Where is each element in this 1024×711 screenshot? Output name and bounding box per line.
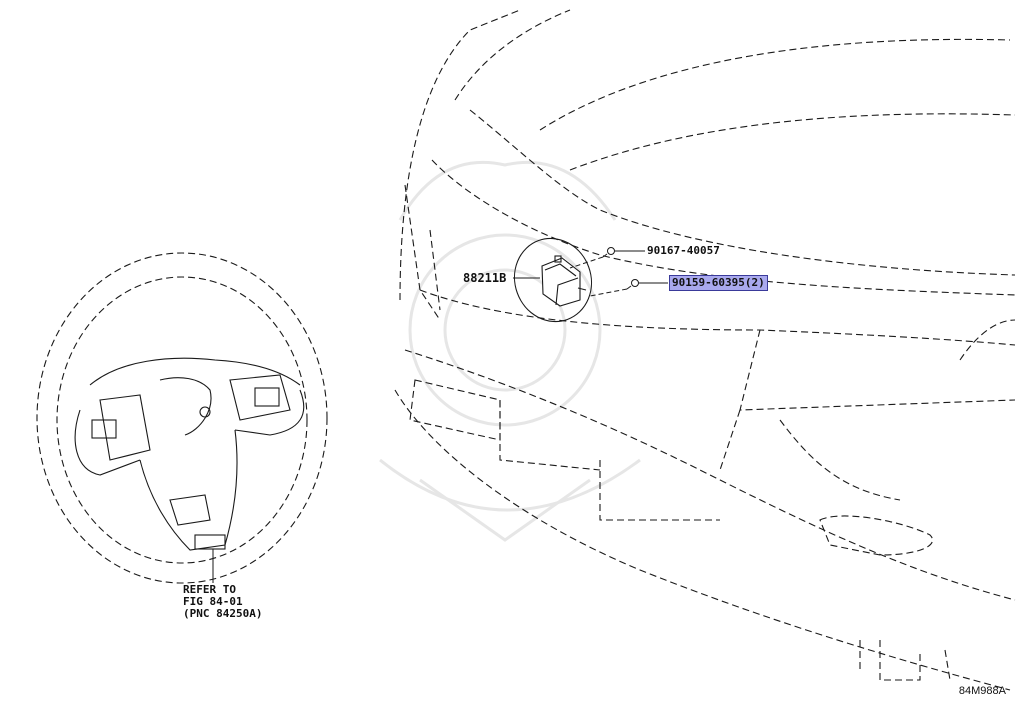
refer-note-line-2: FIG 84-01 xyxy=(183,595,243,608)
figure-id: 84M988A xyxy=(958,685,1006,697)
refer-note[interactable]: REFER TO FIG 84-01 (PNC 84250A) xyxy=(183,584,262,620)
watermark-emblem xyxy=(379,160,641,542)
steering-wheel xyxy=(36,252,328,584)
vehicle-front xyxy=(394,9,1016,691)
bolt-90167-40057 xyxy=(602,247,615,258)
leader-lines xyxy=(513,250,668,284)
label-88211B[interactable]: 88211B xyxy=(463,271,507,285)
sensor-mount xyxy=(513,237,593,323)
bolt-90159-60395 xyxy=(626,279,639,290)
assembly-lines xyxy=(569,256,628,297)
refer-note-line-1: REFER TO xyxy=(183,583,236,596)
refer-note-line-3: (PNC 84250A) xyxy=(183,607,263,620)
label-90167-40057[interactable]: 90167-40057 xyxy=(647,244,720,257)
label-90159-60395-highlighted[interactable]: 90159-60395(2) xyxy=(669,275,768,291)
